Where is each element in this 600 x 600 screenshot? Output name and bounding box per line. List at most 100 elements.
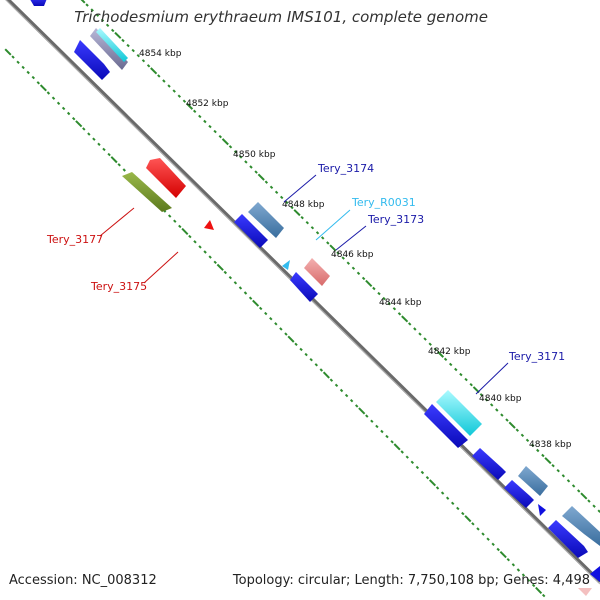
minor-tick (304, 352, 308, 357)
minor-tick (213, 129, 217, 134)
genome-title: Trichodesmium erythraeum IMS101, complet… (74, 8, 488, 26)
gene-feature[interactable] (472, 448, 506, 480)
minor-tick (448, 362, 453, 367)
major-tick (221, 138, 229, 146)
minor-tick (208, 124, 212, 129)
major-tick (428, 479, 437, 487)
gene-feature[interactable] (74, 40, 110, 80)
minor-tick (489, 403, 494, 407)
gene-feature-tery-3171[interactable] (436, 390, 482, 436)
minor-tick (459, 372, 463, 377)
major-tick (4, 48, 12, 56)
minor-tick (375, 424, 379, 429)
major-tick (508, 421, 516, 429)
reverse-strand-features (122, 158, 214, 230)
gene-feature[interactable] (204, 220, 214, 230)
minor-tick (566, 479, 571, 483)
minor-tick (228, 145, 233, 149)
minor-tick (336, 251, 340, 255)
gene-feature[interactable] (290, 272, 318, 302)
minor-tick (526, 578, 531, 582)
minor-tick (198, 245, 202, 249)
minor-tick (521, 573, 526, 577)
gene-feature[interactable] (562, 506, 600, 546)
minor-tick (495, 408, 499, 412)
tick-label: 4854 kbp (139, 49, 182, 59)
minor-tick (500, 413, 504, 417)
gene-feature[interactable] (90, 28, 128, 70)
gene-label[interactable]: Tery_R0031 (351, 196, 416, 209)
gene-feature[interactable] (590, 566, 600, 582)
minor-tick (469, 382, 473, 387)
minor-tick (397, 312, 402, 316)
minor-tick (551, 463, 555, 468)
minor-tick (258, 306, 263, 311)
minor-tick (541, 593, 546, 598)
major-tick (401, 315, 409, 323)
minor-tick (269, 185, 274, 190)
minor-tick (310, 226, 315, 230)
minor-tick (319, 368, 324, 372)
minor-tick (203, 119, 207, 124)
gene-feature[interactable] (28, 0, 48, 6)
minor-tick (117, 163, 121, 167)
tick-label: 4848 kbp (282, 200, 325, 210)
major-tick (257, 173, 265, 181)
minor-tick (461, 511, 465, 516)
minor-tick (178, 224, 182, 229)
minor-tick (248, 296, 253, 300)
minor-tick (454, 367, 458, 372)
gene-feature-tery-3173[interactable] (304, 258, 330, 286)
gene-feature[interactable] (548, 520, 588, 558)
minor-tick (405, 455, 409, 459)
gene-feature[interactable] (504, 480, 534, 508)
gene-label[interactable]: Tery_3173 (367, 213, 424, 226)
minor-tick (233, 281, 238, 285)
gene-feature[interactable] (538, 504, 546, 516)
minor-tick (435, 486, 440, 490)
minor-tick (294, 342, 298, 346)
tick-label: 4842 kbp (428, 347, 471, 357)
rna-feature[interactable] (96, 28, 128, 62)
major-tick (580, 492, 588, 500)
gene-label[interactable]: Tery_3171 (508, 350, 565, 363)
minor-tick (407, 322, 412, 326)
minor-tick (445, 496, 450, 500)
gene-label[interactable]: Tery_3175 (90, 280, 147, 293)
topology-text: Topology: circular; Length: 7,750,108 bp… (232, 573, 590, 588)
tick-label: 4852 kbp (186, 99, 229, 109)
minor-tick (92, 137, 96, 141)
minor-tick (380, 429, 384, 434)
tick-label: 4846 kbp (331, 250, 374, 260)
minor-tick (349, 399, 354, 403)
minor-tick (223, 270, 228, 275)
trna-feature-tery-r0031[interactable] (282, 260, 290, 270)
minor-tick (428, 342, 432, 346)
gene-feature-tery-3174[interactable] (248, 202, 284, 238)
forward-strand-features (28, 0, 600, 596)
major-tick (544, 457, 552, 465)
minor-tick (100, 18, 105, 22)
gene-feature[interactable] (234, 214, 268, 248)
minor-tick (344, 393, 349, 398)
major-tick (185, 102, 194, 110)
gene-label[interactable]: Tery_3174 (317, 162, 374, 175)
gene-feature-tery-3177[interactable] (122, 172, 172, 212)
scale-labels: 4854 kbp 4852 kbp 4850 kbp 4848 kbp 4846… (139, 49, 572, 450)
minor-tick (516, 568, 521, 572)
major-tick (322, 371, 330, 379)
gene-feature[interactable] (578, 588, 592, 596)
minor-tick (334, 383, 339, 388)
minor-tick (162, 79, 166, 83)
minor-tick (274, 322, 278, 326)
minor-tick (520, 433, 525, 438)
minor-tick (415, 465, 420, 470)
gene-label[interactable]: Tery_3177 (46, 233, 103, 246)
gene-feature-tery-3175[interactable] (146, 158, 186, 198)
gene-feature[interactable] (424, 404, 468, 448)
major-tick (216, 263, 224, 271)
minor-tick (56, 101, 61, 105)
minor-tick (90, 8, 94, 12)
gene-feature[interactable] (518, 466, 548, 496)
